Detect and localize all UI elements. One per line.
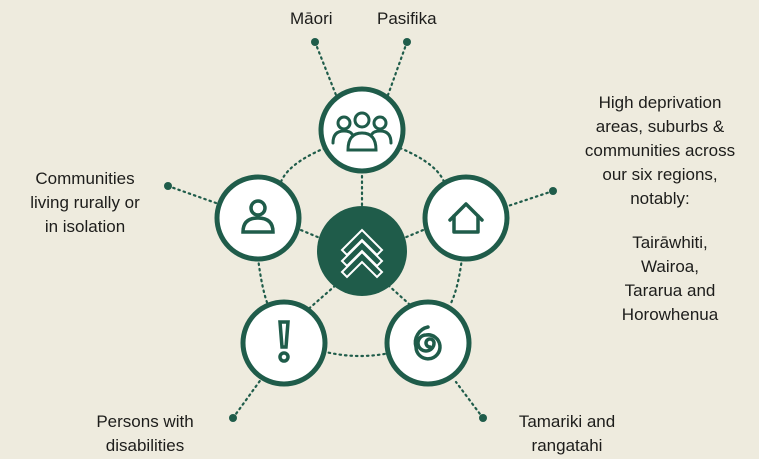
label-maori: Māori: [290, 9, 333, 28]
spoke-bottomleft: [303, 283, 338, 314]
node-disabilities: [240, 299, 328, 387]
label-regions: Tairāwhiti, Wairoa, Tararua and Horowhen…: [621, 233, 719, 324]
leader-rural: [166, 184, 218, 205]
leader-pasifika: [386, 40, 409, 97]
leader-tamariki: [454, 380, 485, 420]
connector-right-bottomright: [448, 256, 464, 307]
chevron-up-stack-icon: [340, 228, 384, 279]
spoke-right: [402, 226, 430, 240]
people-group-icon: [331, 111, 393, 152]
label-deprivation: High deprivation areas, suburbs & commun…: [584, 93, 736, 208]
node-tamariki: [384, 299, 472, 387]
person-icon: [241, 199, 275, 234]
house-icon: [448, 202, 484, 234]
leader-dot-rural: [164, 182, 172, 190]
connector-top-right: [398, 146, 447, 187]
spiral-icon: [413, 325, 442, 361]
node-deprivation: [422, 174, 510, 262]
exclamation-icon: [278, 320, 290, 363]
label-pasifika: Pasifika: [377, 9, 437, 28]
leader-dot-maori: [311, 38, 319, 46]
connector-left-bottomleft: [256, 256, 270, 307]
leader-dot-disabilities: [229, 414, 237, 422]
connector-top-left: [278, 146, 327, 187]
label-rural: Communities living rurally or in isolati…: [30, 169, 140, 236]
leader-disabilities: [231, 376, 264, 420]
label-tamariki: Tamariki and rangatahi: [518, 412, 616, 455]
leader-dot-deprivation: [549, 187, 557, 195]
leader-dot-pasifika: [403, 38, 411, 46]
label-disabilities: Persons with disabilities: [96, 412, 194, 455]
center-node: [317, 206, 407, 296]
node-maori-pasifika: [318, 86, 406, 174]
leader-maori: [313, 40, 338, 97]
leader-deprivation: [506, 189, 555, 208]
leader-dot-tamariki: [479, 414, 487, 422]
spoke-left: [294, 226, 322, 240]
